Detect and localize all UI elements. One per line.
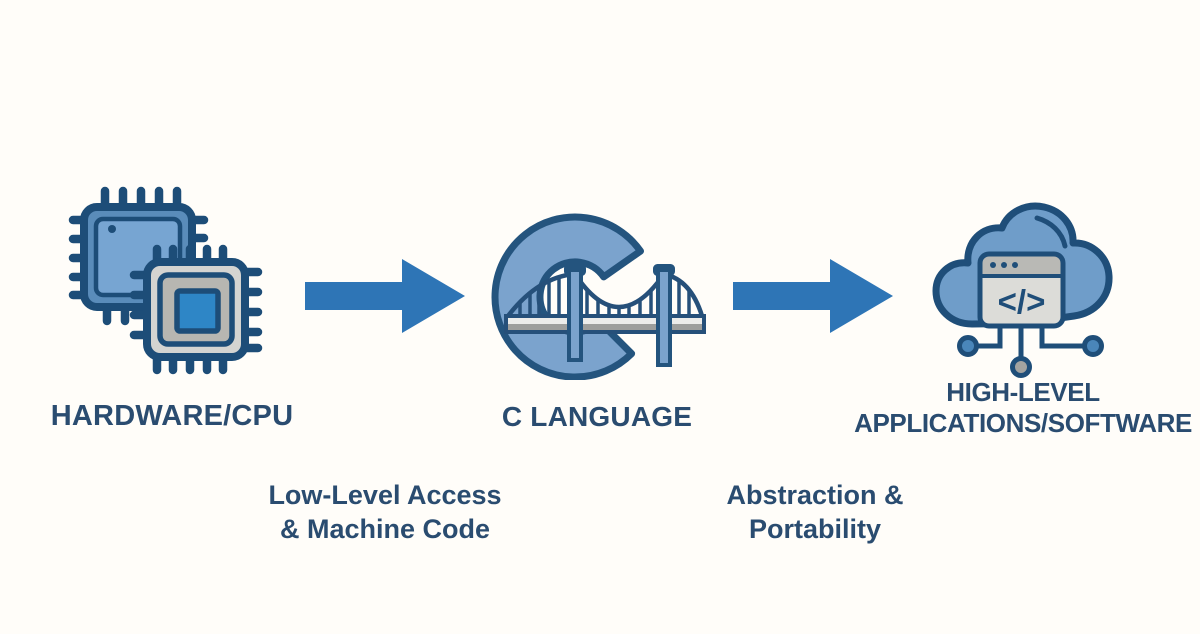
right-arrow-icon <box>733 259 893 333</box>
letter-c <box>491 213 644 380</box>
edge-label-line2: Portability <box>748 514 882 544</box>
bridge-deck <box>504 314 706 334</box>
cloud-highlight <box>1034 215 1068 249</box>
c-language-label: C LANGUAGE <box>501 401 693 432</box>
network-node <box>1010 356 1032 378</box>
right-arrow-icon <box>305 259 465 333</box>
network-connectors <box>977 326 1085 359</box>
edge-label-line1: Low-Level Access <box>268 480 502 510</box>
c-bridge-icon <box>491 213 706 380</box>
edge-label-low-level-access: Low-Level Access & Machine Code <box>235 478 535 546</box>
edge-label-abstraction-portability: Abstraction & Portability <box>665 478 965 546</box>
code-window: </> <box>977 251 1066 329</box>
high-level-apps-label-line1: HIGH-LEVEL <box>946 377 1100 407</box>
code-glyph: </> <box>998 283 1046 320</box>
edge-label-line1: Abstraction & <box>726 480 904 510</box>
cpu-chips-icon <box>68 186 263 375</box>
network-node <box>1082 335 1104 357</box>
chip-core <box>174 288 221 334</box>
network-node <box>957 335 979 357</box>
chip-dot <box>108 225 116 233</box>
edge-label-line2: & Machine Code <box>279 514 491 544</box>
hardware-cpu-label: HARDWARE/CPU <box>50 400 294 432</box>
high-level-apps-label-line2: APPLICATIONS/SOFTWARE <box>854 408 1192 438</box>
cloud-code-icon: </> <box>932 202 1113 378</box>
bridge-towers <box>564 264 675 367</box>
high-level-apps-label: HIGH-LEVEL APPLICATIONS/SOFTWARE <box>846 377 1200 439</box>
